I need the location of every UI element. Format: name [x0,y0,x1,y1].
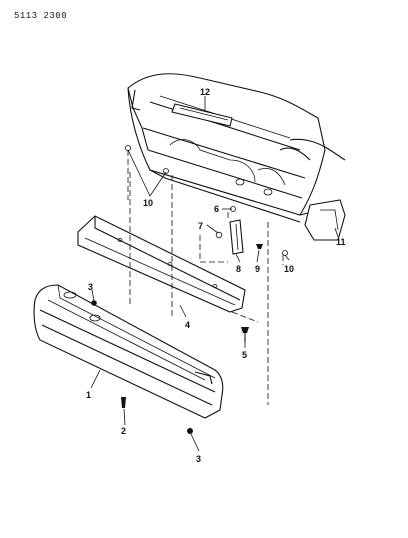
document-id: 5113 2300 [14,11,68,21]
side-extension-11 [304,199,346,241]
nut-7 [215,231,223,239]
fastener-3-bottom [187,428,193,434]
leader-lines [90,96,339,452]
callout-7: 7 [198,221,203,231]
assembly-lines [127,150,284,405]
callout-11: 11 [336,237,346,247]
fastener-3-top [91,300,97,306]
callout-4: 4 [185,320,190,330]
reinforcement-bar-4 [77,215,246,313]
callout-1: 1 [86,390,91,400]
callout-10-left: 10 [143,198,153,208]
callout-10-right: 10 [284,264,294,274]
bolt-5 [241,327,249,342]
callout-8: 8 [236,264,241,274]
callout-3-bottom: 3 [196,454,201,464]
bumper-fascia-1 [33,284,224,419]
bracket-8 [229,219,244,255]
callout-2: 2 [121,426,126,436]
fastener-2 [121,397,126,408]
callout-9: 9 [255,264,260,274]
bolt-9 [256,244,263,249]
callout-12: 12 [200,87,210,97]
callout-5: 5 [242,350,247,360]
callout-6: 6 [214,204,219,214]
upper-bracket-12 [171,103,233,127]
callout-3-top: 3 [88,282,93,292]
